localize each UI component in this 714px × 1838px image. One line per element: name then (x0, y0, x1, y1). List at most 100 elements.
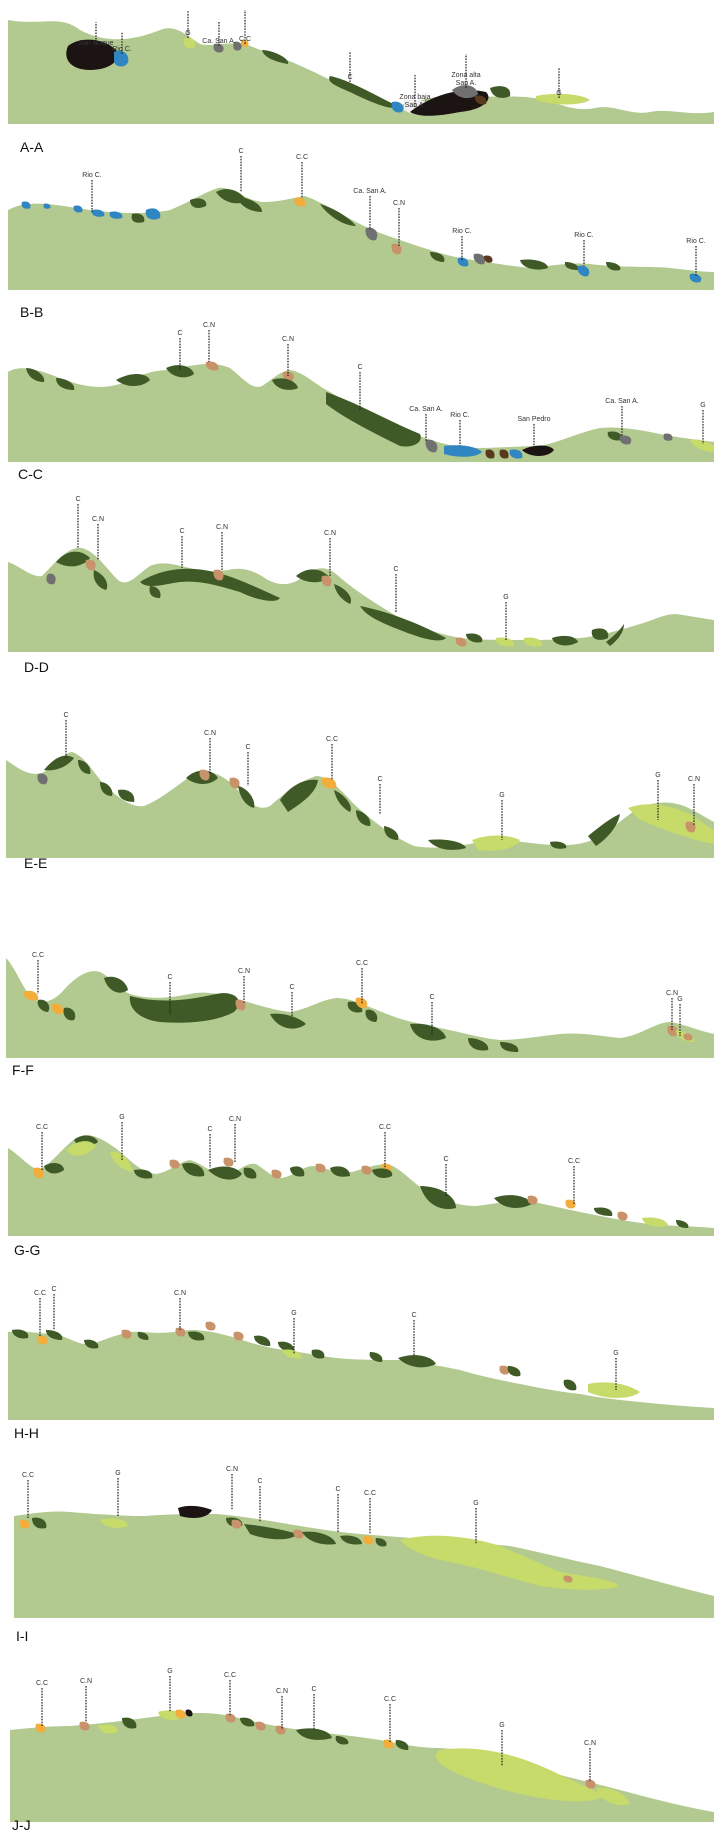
blue-unit-body (114, 50, 129, 67)
dark-green-unit-body (334, 790, 351, 812)
light-green-unit-body (100, 1518, 128, 1528)
callout-e4: C.C (326, 736, 338, 780)
dark-green-unit-body (262, 50, 289, 64)
callout-label: G (167, 1668, 172, 1675)
grey-unit-body (452, 85, 478, 99)
tan-unit-body (683, 1033, 693, 1041)
callout-a4: Ca. San A. (202, 22, 236, 46)
section-title: A-A (20, 139, 44, 155)
tan-unit-body (225, 1713, 236, 1723)
dark-green-unit-body (430, 252, 445, 262)
callout-e1: C (63, 712, 69, 758)
dark-green-unit-body (236, 196, 262, 212)
callout-label: C (51, 1286, 56, 1293)
callout-label: C.N (688, 776, 700, 783)
grey-unit-body (425, 439, 438, 453)
callout-h6: G (613, 1350, 619, 1390)
dark-green-unit-body (676, 1220, 689, 1228)
callout-i1: C.C (22, 1472, 34, 1518)
callout-label: G (185, 30, 190, 37)
dark-green-unit-body (520, 259, 548, 270)
tan-unit-body (617, 1211, 628, 1221)
blue-unit-body (21, 201, 31, 209)
section-title: C-C (18, 466, 43, 482)
callout-d5: C.N (324, 530, 336, 576)
tan-unit-body (229, 777, 240, 789)
dark-green-unit-body (131, 213, 145, 223)
dark-green-unit-body (270, 1013, 306, 1029)
brown-unit-body (499, 449, 509, 459)
dark-green-unit-body (398, 1355, 436, 1368)
dark-green-unit-body (606, 624, 624, 646)
callout-label: C.N (216, 524, 228, 531)
callout-g6: C (443, 1156, 449, 1196)
callout-b5: C.N (393, 200, 405, 246)
callout-label: G (655, 772, 660, 779)
callout-label: G (499, 792, 504, 799)
brown-unit-body (474, 95, 487, 105)
callout-label: Zona alta (451, 72, 480, 79)
dark-green-unit-body (330, 1166, 350, 1177)
section-title: G-G (14, 1242, 40, 1258)
callout-label: Rio C. (686, 238, 706, 245)
callout-f3: C.N (238, 968, 250, 1004)
light-green-unit-body (472, 835, 520, 851)
tan-unit-body (121, 1329, 132, 1339)
callout-f7: C.N (666, 990, 678, 1030)
blue-unit-body (577, 265, 590, 277)
section-title: D-D (24, 659, 49, 675)
section-title: F-F (12, 1062, 34, 1078)
dark-green-unit-body (272, 378, 298, 390)
callout-c2: C.N (203, 322, 215, 362)
grey-unit-body (233, 41, 242, 51)
orange-unit-body (51, 1003, 64, 1015)
dark-green-unit-body (302, 1531, 336, 1545)
tan-unit-body (255, 1721, 266, 1731)
callout-label: Rio C. (452, 228, 472, 235)
callout-label: C.N (666, 990, 678, 997)
tan-unit-body (235, 999, 246, 1011)
dark-green-unit-body (37, 999, 50, 1012)
callout-j8: G (499, 1722, 505, 1766)
callout-label: C.C (36, 1124, 48, 1131)
callout-g2: G (119, 1114, 125, 1160)
grey-unit-body (473, 253, 486, 265)
callout-h3: C.N (174, 1290, 186, 1330)
dark-green-unit-body (329, 76, 398, 108)
dark-green-unit-body (182, 1162, 205, 1177)
dark-green-unit-body (335, 1736, 349, 1745)
light-green-unit-body (98, 1724, 118, 1734)
dark-green-unit-body (365, 1009, 378, 1022)
callout-b7: Rio C. (574, 232, 594, 266)
dark-green-unit-body (238, 786, 255, 808)
dark-green-unit-body (63, 1007, 76, 1021)
orange-unit-body (175, 1709, 186, 1719)
callout-label: G (503, 594, 508, 601)
callout-h2: C (51, 1286, 57, 1330)
terrain-profile (8, 1135, 714, 1236)
dark-green-unit-body (122, 1717, 137, 1729)
dark-green-unit-body (550, 841, 567, 849)
tan-unit-body (223, 1157, 234, 1167)
callout-label: G (613, 1350, 618, 1357)
tan-unit-body (361, 1165, 372, 1175)
callout-j5: C.N (276, 1688, 288, 1730)
dark-green-unit-body (240, 1717, 255, 1727)
callout-d7: G (503, 594, 509, 640)
dark-green-unit-body (134, 1169, 153, 1179)
dark-green-unit-body (563, 1379, 577, 1391)
callout-label: C.N (229, 1116, 241, 1123)
callout-label: C.N (92, 516, 104, 523)
callout-label: C.C (224, 1672, 236, 1679)
callout-label: Ca. San A. (353, 188, 387, 195)
callout-h4: G (291, 1310, 297, 1354)
callout-e2: C.N (204, 730, 216, 774)
callout-label: C.C (384, 1696, 396, 1703)
callout-d1: C (75, 496, 81, 548)
section-title: B-B (20, 304, 43, 320)
callout-label: C (347, 74, 352, 81)
callout-label: C (257, 1478, 262, 1485)
callout-label: C.N (584, 1740, 596, 1747)
callout-label: Zona baja (399, 94, 430, 101)
